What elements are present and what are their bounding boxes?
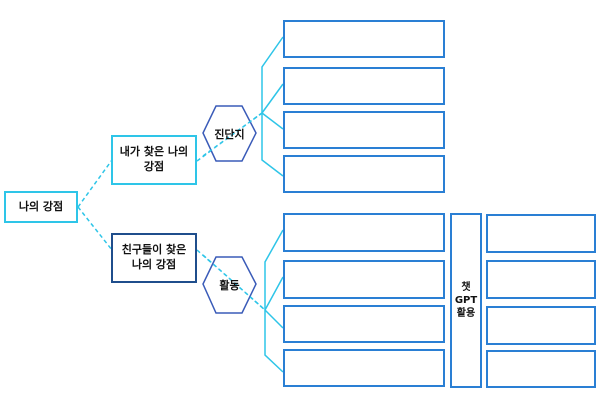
connector-root-branch2 xyxy=(77,206,113,251)
entry-box[interactable] xyxy=(283,305,445,343)
entry-box[interactable] xyxy=(283,20,445,58)
bracket-bottom-b3 xyxy=(264,309,284,329)
chatgpt-label: 챗 GPT 활용 xyxy=(454,282,478,319)
chatgpt-column: 챗 GPT 활용 xyxy=(450,213,482,388)
entry-box[interactable] xyxy=(283,67,445,105)
chatgpt-entry-box[interactable] xyxy=(486,214,596,253)
hexagon-activity xyxy=(202,256,257,314)
chatgpt-entry-box[interactable] xyxy=(486,260,596,299)
method-label-activity: 활동 xyxy=(219,279,240,292)
entry-box[interactable] xyxy=(283,155,445,193)
entry-box[interactable] xyxy=(283,111,445,149)
bracket-top-b2 xyxy=(261,83,284,114)
branch-node-self: 내가 찾은 나의 강점 xyxy=(111,135,197,185)
branch-label: 내가 찾은 나의 강점 xyxy=(119,145,189,173)
entry-box[interactable] xyxy=(283,213,445,252)
bracket-bottom-b2 xyxy=(264,276,284,311)
entry-box[interactable] xyxy=(283,260,445,299)
connector-root-branch1 xyxy=(77,159,113,208)
bracket-top-b3 xyxy=(261,112,284,130)
branch-node-friends: 친구들이 찾은 나의 강점 xyxy=(111,233,197,283)
root-node: 나의 강점 xyxy=(4,191,78,223)
method-label-diagnosis: 진단지 xyxy=(214,128,245,141)
root-label: 나의 강점 xyxy=(18,199,64,213)
branch-label: 친구들이 찾은 나의 강점 xyxy=(121,243,187,271)
bracket-bottom xyxy=(264,229,284,373)
chatgpt-entry-box[interactable] xyxy=(486,350,596,388)
entry-box[interactable] xyxy=(283,349,445,387)
bracket-top xyxy=(261,36,284,177)
chatgpt-entry-box[interactable] xyxy=(486,306,596,345)
